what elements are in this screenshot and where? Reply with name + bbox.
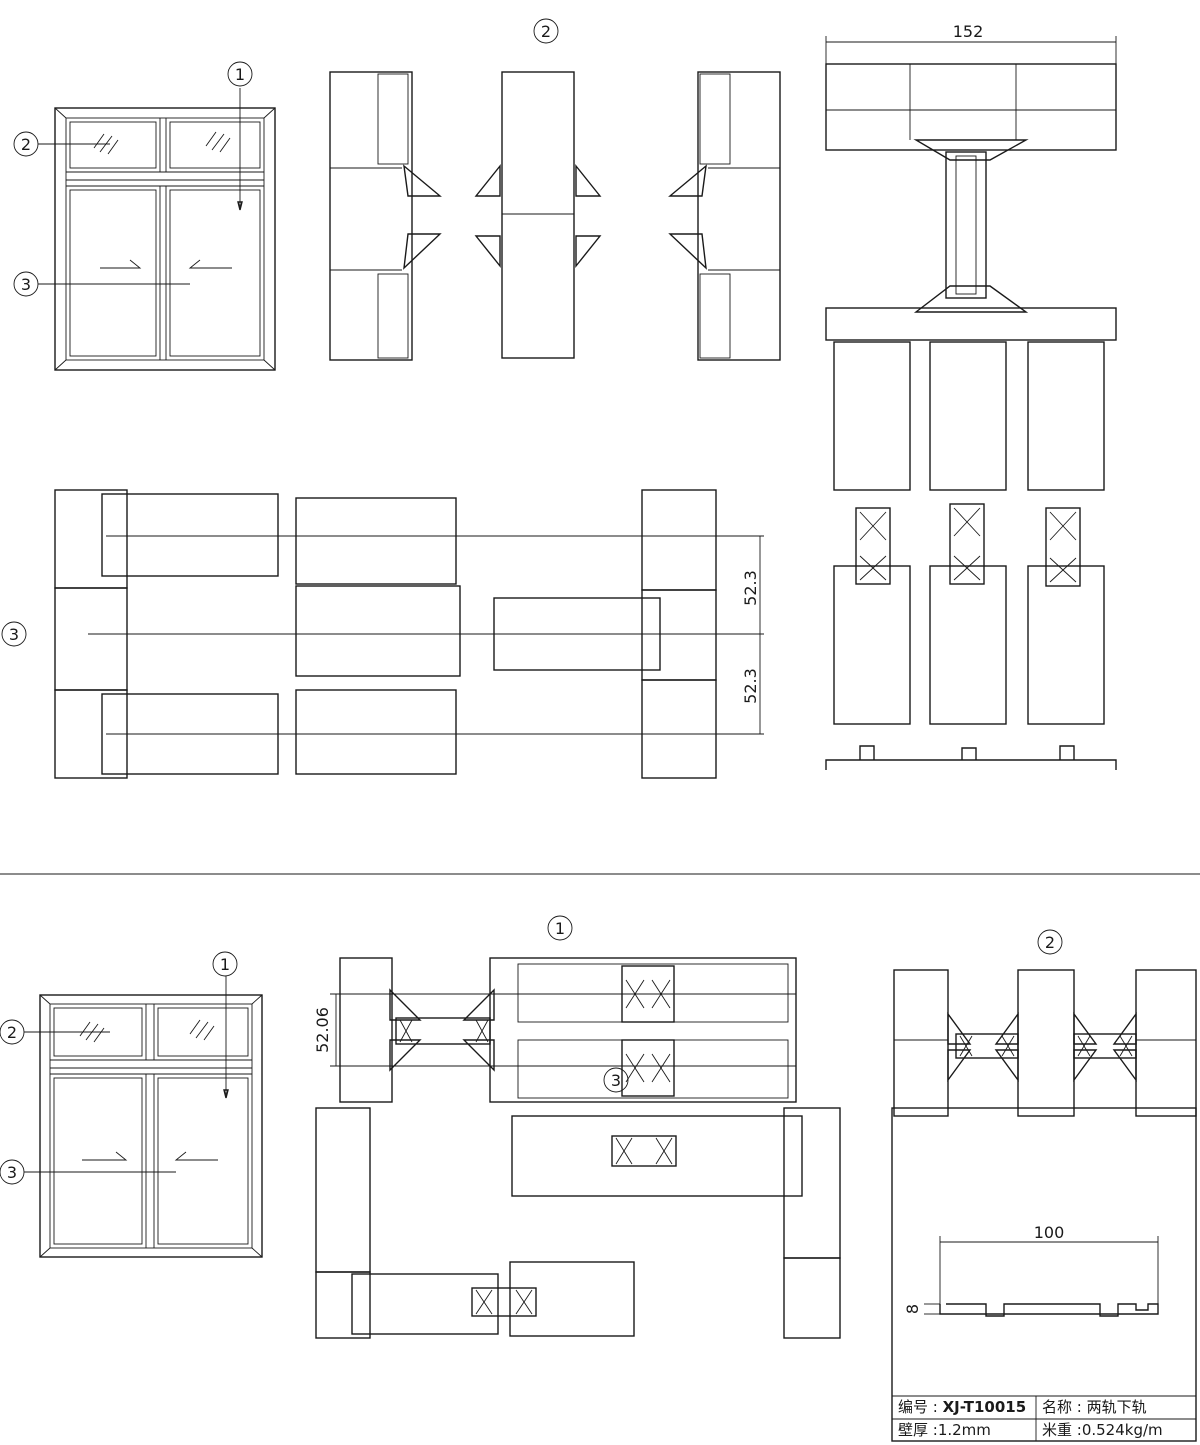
- interlock-dimension-lower: 52.3: [741, 668, 760, 704]
- frame-width-dimension: 152: [953, 22, 984, 41]
- bottom-section-2: 2: [893, 929, 1197, 1117]
- profile-weight-value: 0.524kg/m: [1081, 1421, 1163, 1439]
- callout-1-label: 1: [235, 65, 245, 84]
- section-3-label: 3: [9, 625, 19, 644]
- profile-card: 100 8: [891, 1107, 1197, 1442]
- callout-marker: 2: [13, 131, 39, 157]
- section-2-label: 2: [541, 22, 551, 41]
- section-3-label: 3: [611, 1071, 621, 1090]
- callout-marker: 1: [227, 61, 253, 87]
- interlock-dimension-upper: 52.3: [741, 570, 760, 606]
- top-section-3: 3 52.3 52.3: [1, 489, 764, 779]
- profile-weight-label: 米重 :: [1042, 1421, 1082, 1439]
- profile-weight-cell: 米重 :0.524kg/m: [1042, 1419, 1163, 1441]
- callout-3-label: 3: [21, 275, 31, 294]
- profile-name-label: 名称 :: [1042, 1398, 1087, 1416]
- bottom-section-1: 1 52.06: [313, 915, 797, 1103]
- section-2-label: 2: [1045, 933, 1055, 952]
- callout-2-label: 2: [21, 135, 31, 154]
- mullion-dimension: 52.06: [313, 1007, 332, 1053]
- callout-3-label: 3: [7, 1163, 17, 1182]
- profile-thickness-value: 1.2mm: [937, 1421, 991, 1439]
- top-section-2: 2: [329, 18, 781, 361]
- callout-marker: 1: [212, 951, 238, 977]
- profile-code-label: 编号 :: [898, 1398, 943, 1416]
- callout-marker: 3: [0, 1159, 25, 1185]
- top-window-elevation: [38, 88, 276, 371]
- bottom-window-elevation: [24, 976, 263, 1258]
- profile-name-value: 两轨下轨: [1086, 1398, 1147, 1416]
- profile-code-cell: 编号 : XJ-T10015: [898, 1396, 1026, 1418]
- callout-marker: 3: [13, 271, 39, 297]
- callout-2-label: 2: [7, 1023, 17, 1042]
- profile-name-cell: 名称 : 两轨下轨: [1042, 1396, 1147, 1418]
- bottom-section-3: 3: [315, 1067, 841, 1339]
- profile-width-dimension: 100: [1034, 1223, 1065, 1242]
- callout-marker: 2: [0, 1019, 25, 1045]
- top-section-1: 152: [825, 22, 1117, 770]
- section-1-label: 1: [555, 919, 565, 938]
- profile-thickness-label: 壁厚 :: [898, 1421, 938, 1439]
- profile-thickness-cell: 壁厚 :1.2mm: [898, 1419, 991, 1441]
- profile-height-dimension: 8: [903, 1304, 922, 1314]
- callout-1-label: 1: [220, 955, 230, 974]
- profile-code-value: XJ-T10015: [942, 1398, 1027, 1416]
